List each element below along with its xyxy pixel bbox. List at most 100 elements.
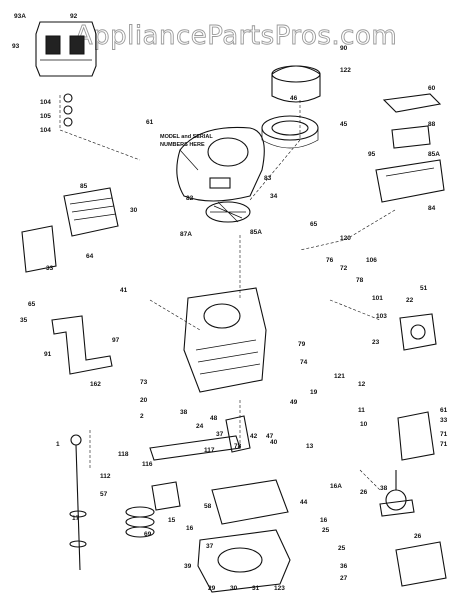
part-16-piston-rings — [125, 481, 181, 538]
part-83-cylinder-head — [21, 187, 119, 273]
part-number-label: 12 — [358, 381, 366, 388]
part-number-label: 97 — [112, 337, 120, 344]
part-number-label: 27 — [340, 575, 348, 582]
part-57-dipstick — [69, 434, 87, 571]
part-number-label: 16A — [330, 483, 342, 490]
part-number-label: 38 — [380, 485, 388, 492]
part-number-label: 30 — [230, 585, 238, 592]
part-number-label: 76 — [326, 257, 334, 264]
part-45-filter-ring — [261, 115, 319, 149]
part-number-label: 106 — [366, 257, 377, 264]
part-number-label: 162 — [90, 381, 101, 388]
part-number-label: 10 — [360, 421, 368, 428]
part-number-label: 49 — [290, 399, 298, 406]
part-104-105-fasteners — [63, 93, 73, 127]
part-number-label: 116 — [142, 461, 153, 468]
part-number-label: 118 — [118, 451, 129, 458]
part-engine-block — [183, 287, 267, 393]
part-number-label: 35 — [20, 317, 28, 324]
part-number-label: 121 — [334, 373, 345, 380]
part-93-housing — [35, 21, 97, 77]
part-number-label: 71 — [440, 431, 448, 438]
part-number-label: 112 — [100, 473, 111, 480]
part-number-label: 61 — [440, 407, 448, 414]
part-number-label: 16 — [186, 525, 194, 532]
part-number-label: 41 — [120, 287, 128, 294]
part-number-label: 33 — [440, 417, 448, 424]
part-number-label: 85 — [80, 183, 88, 190]
part-number-label: 40 — [270, 439, 278, 446]
part-number-label: 31 — [252, 585, 260, 592]
part-number-label: 84 — [428, 205, 436, 212]
part-number-label: 117 — [204, 447, 215, 454]
part-number-label: 2 — [140, 413, 144, 420]
part-number-label: 85A — [428, 151, 440, 158]
part-number-label: 71 — [440, 441, 448, 448]
part-64-flywheel — [205, 201, 251, 223]
part-number-label: 104 — [40, 127, 51, 134]
watermark-text: AppliancePartsPros.com — [75, 21, 397, 51]
part-112-cover — [397, 411, 435, 461]
part-number-label: 103 — [376, 313, 387, 320]
part-number-label: 58 — [204, 503, 212, 510]
part-number-label: 13 — [306, 443, 314, 450]
part-number-label: 90 — [340, 45, 348, 52]
part-number-label: 92 — [70, 13, 78, 20]
part-number-label: 37 — [206, 543, 214, 550]
part-number-label: 91 — [44, 351, 52, 358]
part-number-label: 61 — [146, 119, 154, 126]
part-number-label: 38 — [180, 409, 188, 416]
part-60-blower-housing — [176, 126, 265, 202]
part-number-label: 65 — [28, 301, 36, 308]
part-number-label: 25 — [338, 545, 346, 552]
part-number-label: 87A — [180, 231, 192, 238]
part-number-label: 51 — [420, 285, 428, 292]
part-number-label: 26 — [414, 533, 422, 540]
part-number-label: 23 — [372, 339, 380, 346]
part-123-gasket — [395, 541, 447, 587]
part-21-assembly — [379, 470, 415, 517]
part-number-label: 1 — [56, 441, 60, 448]
part-number-label: 26 — [360, 489, 368, 496]
part-number-label: 36 — [340, 563, 348, 570]
part-number-label: 83 — [264, 175, 272, 182]
part-number-label: 74 — [300, 359, 308, 366]
model-serial-note: MODEL and SERIAL NUMBERS HERE — [160, 134, 213, 171]
part-number-label: 93A — [14, 13, 26, 20]
part-number-label: 19 — [310, 389, 318, 396]
part-number-label: 72 — [340, 265, 348, 272]
note-line-1: MODEL and SERIAL — [160, 134, 213, 140]
part-number-label: 104 — [40, 99, 51, 106]
part-number-label: 42 — [250, 433, 258, 440]
part-number-label: 78 — [356, 277, 364, 284]
part-number-label: 24 — [196, 423, 204, 430]
part-number-label: 64 — [86, 253, 94, 260]
part-number-label: 46 — [290, 95, 298, 102]
part-number-label: 30 — [130, 207, 138, 214]
part-number-label: 25 — [322, 527, 330, 534]
part-number-label: 88 — [428, 121, 436, 128]
assembly-guide-lines — [59, 95, 396, 491]
part-number-label: 44 — [300, 499, 308, 506]
part-number-label: 37 — [216, 431, 224, 438]
part-number-label: 33 — [46, 265, 54, 272]
part-number-label: 45 — [340, 121, 348, 128]
part-number-label: 16 — [320, 517, 328, 524]
part-number-label: 69 — [144, 531, 152, 538]
part-13-crankshaft — [149, 415, 251, 461]
part-number-label: 79 — [298, 341, 306, 348]
part-number-label: 95 — [368, 151, 376, 158]
part-number-label: 78 — [234, 443, 242, 450]
part-25-sump-base — [197, 479, 291, 593]
part-number-label: 22 — [406, 297, 414, 304]
part-number-label: 120 — [340, 235, 351, 242]
note-line-2: NUMBERS HERE — [160, 142, 205, 148]
part-number-label: 85A — [250, 229, 262, 236]
part-number-label: 105 — [40, 113, 51, 120]
part-number-label: 122 — [340, 67, 351, 74]
part-number-label: 34 — [270, 193, 278, 200]
part-number-label: 15 — [168, 517, 176, 524]
part-number-label: 29 — [208, 585, 216, 592]
